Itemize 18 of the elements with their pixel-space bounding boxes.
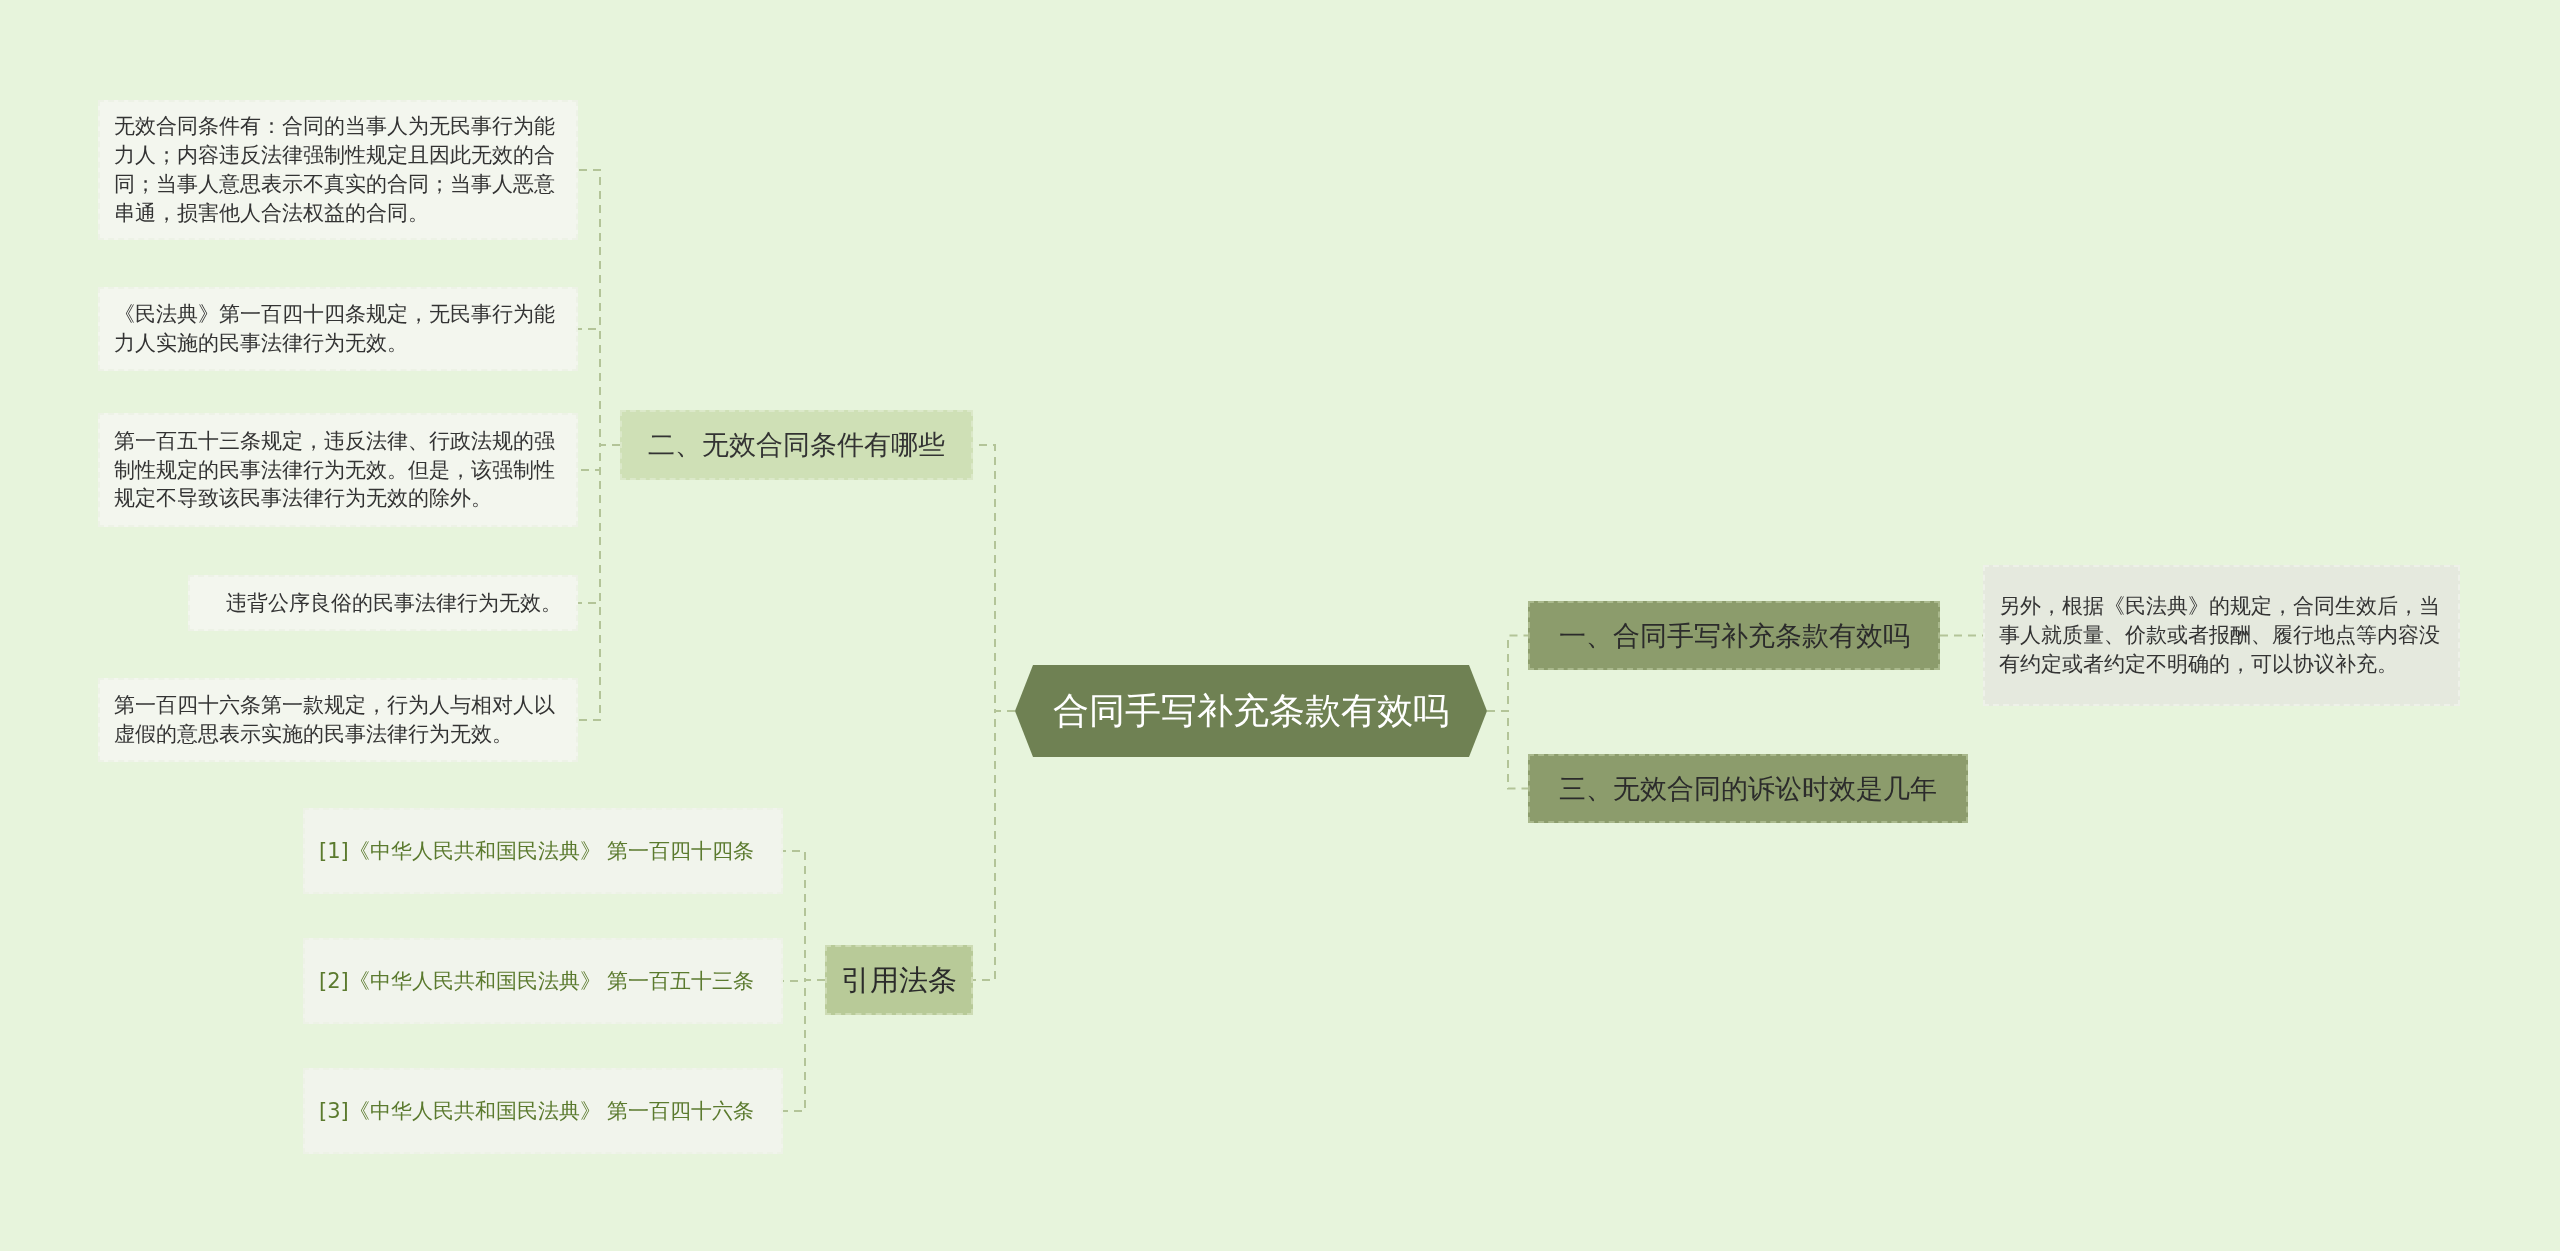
- reference-card: [1]《中华人民共和国民法典》 第一百四十四条: [303, 808, 783, 894]
- topic-box: 一、合同手写补充条款有效吗: [1528, 601, 1940, 670]
- connector-line: [1486, 710, 1529, 790]
- topic-box: 三、无效合同的诉讼时效是几年: [1528, 754, 1968, 823]
- note-card: 另外，根据《民法典》的规定，合同生效后，当事人就质量、价款或者报酬、履行地点等内容没有约定或者约定不明确的，可以协议补充。: [1983, 565, 2460, 706]
- central-topic: 合同手写补充条款有效吗: [1015, 665, 1487, 757]
- reference-card: [2]《中华人民共和国民法典》 第一百五十三条: [303, 938, 783, 1024]
- connector-line: [577, 444, 621, 721]
- note-card: 第一百五十三条规定，违反法律、行政法规的强制性规定的民事法律行为无效。但是，该强制性规定不导致该民事法律行为无效的除外。: [98, 413, 578, 527]
- note-card: 《民法典》第一百四十四条规定，无民事行为能力人实施的民事法律行为无效。: [98, 287, 578, 371]
- topic-box: 二、无效合同条件有哪些: [620, 410, 973, 480]
- note-card: 无效合同条件有：合同的当事人为无民事行为能力人；内容违反法律强制性规定且因此无效的合同；当事人意思表示不真实的合同；当事人恶意串通，损害他人合法权益的合同。: [98, 100, 578, 240]
- connector-line: [782, 979, 826, 1112]
- connector-line: [972, 710, 1016, 981]
- note-card: 第一百四十六条第一款规定，行为人与相对人以虚假的意思表示实施的民事法律行为无效。: [98, 678, 578, 762]
- note-card: 违背公序良俗的民事法律行为无效。: [188, 575, 578, 631]
- topic-box: 引用法条: [825, 945, 973, 1015]
- reference-card: [3]《中华人民共和国民法典》 第一百四十六条: [303, 1068, 783, 1154]
